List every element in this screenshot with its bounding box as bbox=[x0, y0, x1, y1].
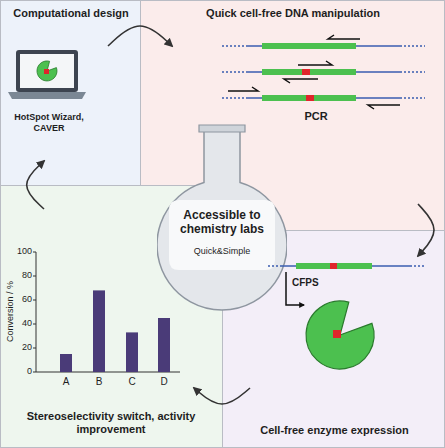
cycle-arrow bbox=[418, 204, 434, 256]
cycle-arrow bbox=[108, 26, 172, 46]
laptop-base bbox=[8, 92, 86, 99]
text-holder: Quick&Simple bbox=[171, 246, 273, 257]
category-label: B bbox=[89, 376, 109, 388]
dna-strand bbox=[222, 35, 425, 49]
label-holder: 40 bbox=[4, 318, 32, 329]
tick-label: 40 bbox=[4, 318, 32, 329]
label-holder: D bbox=[154, 376, 174, 388]
text-holder: CFPS bbox=[292, 277, 332, 289]
panel-heading: Cell-free enzyme expression bbox=[228, 424, 441, 437]
panel-heading: Quick cell-free DNA manipulation bbox=[153, 7, 433, 20]
method-label: PCR bbox=[286, 110, 346, 123]
label-holder: 100 bbox=[4, 246, 32, 257]
dna-strand bbox=[222, 87, 425, 109]
flask-subtitle: Quick&Simple bbox=[171, 246, 273, 257]
text-holder: Stereoselectivity switch, activity impro… bbox=[11, 410, 211, 436]
category-label: D bbox=[154, 376, 174, 388]
design-panel: Computational designHotSpot Wizard, CAVE… bbox=[0, 0, 141, 186]
enzyme-icon bbox=[37, 61, 57, 81]
flask-label-area bbox=[169, 200, 275, 270]
text-holder: Computational design bbox=[6, 7, 136, 20]
flask-outline bbox=[157, 130, 287, 310]
label-holder: 0 bbox=[4, 366, 32, 377]
bar bbox=[126, 332, 138, 372]
bar bbox=[158, 318, 170, 372]
dna-pcr bbox=[222, 35, 425, 109]
flask-node: Accessible to chemistry labsQuick&Simple bbox=[157, 122, 287, 314]
axis-ticks bbox=[33, 252, 36, 372]
bar bbox=[93, 290, 105, 372]
category-label: C bbox=[122, 376, 142, 388]
text-holder: HotSpot Wizard, CAVER bbox=[3, 112, 95, 134]
mutation-mark bbox=[333, 330, 341, 338]
cycle-arrow bbox=[27, 161, 44, 209]
label-holder: C bbox=[122, 376, 142, 388]
tick-label: 100 bbox=[4, 246, 32, 257]
label-holder: 20 bbox=[4, 342, 32, 353]
label-holder: Conversion / % bbox=[5, 266, 16, 356]
enzyme-shape bbox=[306, 301, 374, 369]
text-holder: Accessible to chemistry labs bbox=[171, 208, 273, 237]
bar bbox=[60, 354, 72, 372]
flask-title: Accessible to chemistry labs bbox=[171, 208, 273, 237]
tick-label: 0 bbox=[4, 366, 32, 377]
text-holder: Quick cell-free DNA manipulation bbox=[153, 7, 433, 20]
category-label: A bbox=[56, 376, 76, 388]
laptop-screen-frame bbox=[16, 50, 78, 92]
dna-template bbox=[268, 263, 425, 269]
bar-chart bbox=[33, 252, 180, 372]
dna-strand bbox=[222, 61, 425, 83]
tick-label: 20 bbox=[4, 342, 32, 353]
laptop-icon bbox=[8, 50, 86, 99]
flask-rim bbox=[199, 125, 245, 132]
label-holder: A bbox=[56, 376, 76, 388]
panel-heading: Stereoselectivity switch, activity impro… bbox=[11, 410, 211, 436]
cycle-arrow bbox=[194, 388, 250, 404]
laptop-screen bbox=[20, 54, 74, 88]
tick-label: 80 bbox=[4, 270, 32, 281]
x-axis bbox=[36, 372, 180, 373]
label-holder: 60 bbox=[4, 294, 32, 305]
expression-arrow bbox=[286, 272, 304, 305]
panel-heading: Computational design bbox=[6, 7, 136, 20]
method-label: CFPS bbox=[292, 277, 332, 289]
y-axis bbox=[36, 252, 37, 372]
tick-label: 60 bbox=[4, 294, 32, 305]
mutation-mark bbox=[44, 69, 49, 74]
tool-names: HotSpot Wizard, CAVER bbox=[3, 112, 95, 134]
axis-title: Conversion / % bbox=[5, 266, 16, 356]
text-holder: PCR bbox=[286, 110, 346, 123]
label-holder: 80 bbox=[4, 270, 32, 281]
label-holder: B bbox=[89, 376, 109, 388]
text-holder: Cell-free enzyme expression bbox=[228, 424, 441, 437]
